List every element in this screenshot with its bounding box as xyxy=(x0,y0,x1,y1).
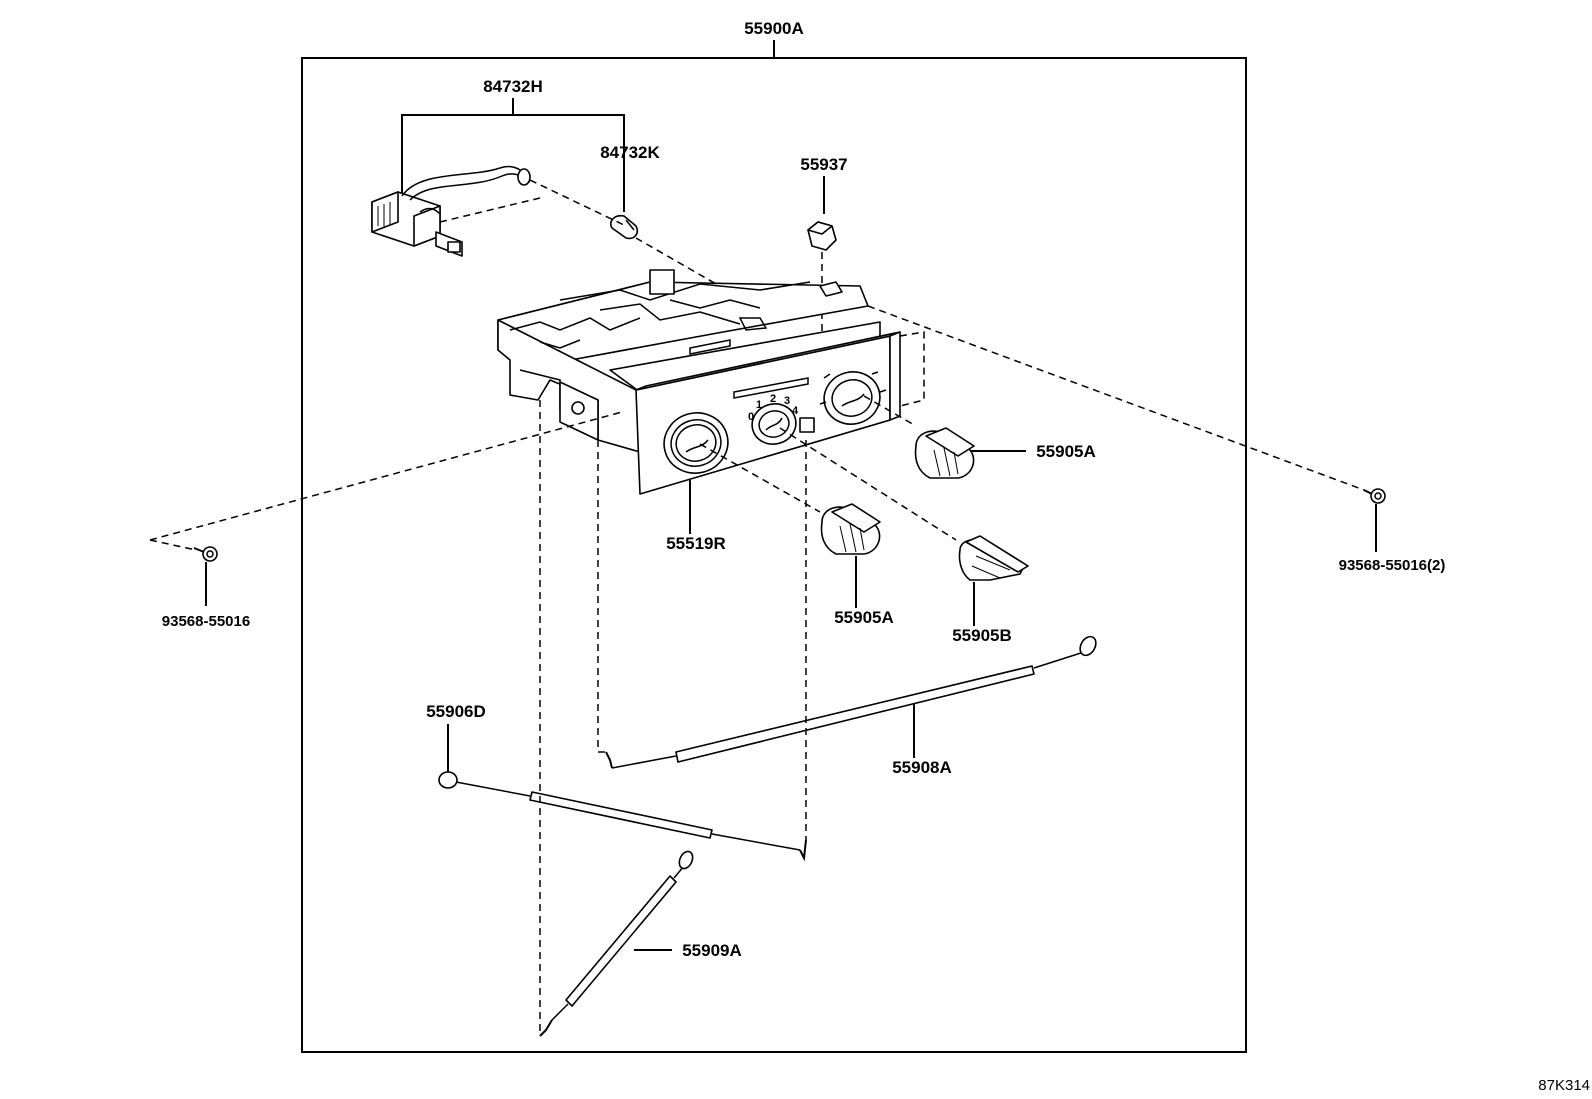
cable-55906d[interactable] xyxy=(438,440,807,862)
label-knob-b[interactable]: 55905B xyxy=(952,626,1012,645)
label-wire-harness[interactable]: 84732H xyxy=(483,77,543,96)
label-screw-left[interactable]: 93568-55016 xyxy=(162,613,250,630)
fan-mark-3: 3 xyxy=(784,395,790,407)
label-button[interactable]: 55937 xyxy=(800,155,847,174)
fan-speed-marks: 0 1 2 3 4 xyxy=(748,393,799,423)
dial-knob-dash-lines xyxy=(699,395,957,541)
right-dial xyxy=(819,371,887,425)
label-cable-a[interactable]: 55908A xyxy=(892,758,952,777)
assembly-frame xyxy=(301,57,1247,1053)
label-panel[interactable]: 55519R xyxy=(666,534,726,553)
harness-dash-lines xyxy=(439,179,745,301)
label-knob-a-right[interactable]: 55905A xyxy=(1036,442,1096,461)
bulb-84732k[interactable] xyxy=(609,168,639,240)
center-dial xyxy=(751,403,815,445)
fan-mark-4: 4 xyxy=(792,405,799,417)
label-knob-a-center[interactable]: 55905A xyxy=(834,608,894,627)
knob-55905b[interactable] xyxy=(958,535,1029,626)
fan-mark-2: 2 xyxy=(770,393,776,405)
label-bulb[interactable]: 84732K xyxy=(600,143,660,162)
label-cable-d[interactable]: 55906D xyxy=(426,702,486,721)
diagram-id: 87K314 xyxy=(1538,1077,1590,1094)
label-cable-9a[interactable]: 55909A xyxy=(682,941,742,960)
left-dial xyxy=(663,412,729,474)
button-55937[interactable] xyxy=(807,176,837,380)
label-assembly[interactable]: 55900A xyxy=(744,19,804,38)
knob-55905a-center[interactable] xyxy=(820,503,881,608)
screw-right[interactable] xyxy=(867,305,1386,552)
cable-55909a[interactable] xyxy=(539,400,695,1037)
label-screw-right[interactable]: 93568-55016(2) xyxy=(1339,557,1446,574)
fan-mark-1: 1 xyxy=(756,399,762,411)
wire-harness-84732h[interactable] xyxy=(371,98,625,257)
knob-55905a-right[interactable] xyxy=(914,427,1026,479)
screw-left[interactable] xyxy=(149,411,623,606)
cable-55908a[interactable] xyxy=(597,440,1099,769)
fan-mark-0: 0 xyxy=(748,411,754,423)
